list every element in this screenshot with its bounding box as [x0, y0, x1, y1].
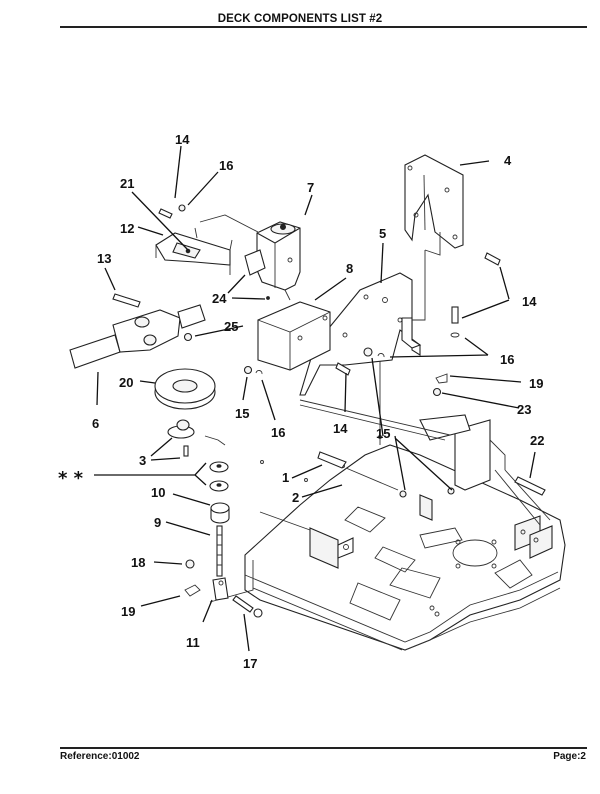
small-hardware	[112, 204, 546, 498]
callout-23: 23	[517, 402, 531, 417]
mower-deck	[209, 345, 566, 651]
callout-14-top: 14	[175, 132, 190, 147]
callout-2: 2	[292, 490, 299, 505]
callout-24: 24	[212, 291, 227, 306]
part-18-nut	[185, 559, 195, 569]
leader-lines	[94, 145, 536, 652]
callout-6: 6	[92, 416, 99, 431]
part-7-gearbox	[244, 221, 301, 301]
callout-7: 7	[307, 180, 314, 195]
callout-15-left: 15	[235, 406, 249, 421]
callout-1: 1	[282, 470, 289, 485]
callout-12: 12	[120, 221, 134, 236]
washers	[209, 461, 229, 492]
footer-divider	[60, 747, 587, 749]
callout-18: 18	[131, 555, 145, 570]
reference-number: Reference:01002	[60, 751, 140, 762]
callout-11: 11	[186, 635, 200, 650]
callout-9: 9	[154, 515, 161, 530]
part-4-belt-cover	[404, 154, 464, 249]
part-3-hub	[167, 419, 195, 457]
part-10-spacer	[210, 502, 230, 524]
callout-14-right: 14	[522, 294, 537, 309]
callout-19-right: 19	[529, 376, 543, 391]
part-8-gearbox-cover	[257, 301, 331, 371]
part-6-drive-shaft	[69, 304, 206, 369]
part-11-clevis	[212, 577, 229, 601]
page-title: DECK COMPONENTS LIST #2	[217, 13, 383, 25]
callout-labels: 14 16 21 7 12 13 8 24 25 6 20 15 16 3 * …	[58, 132, 544, 671]
callout-22: 22	[530, 433, 544, 448]
callout-20: 20	[119, 375, 133, 390]
header-divider	[60, 26, 587, 28]
callout-8: 8	[346, 261, 353, 276]
callout-16-left: 16	[271, 425, 285, 440]
part-17-bolt	[232, 595, 263, 618]
part-19-clip	[184, 584, 201, 597]
callout-3: 3	[139, 453, 146, 468]
part-9-threaded-rod	[216, 525, 223, 577]
callout-17: 17	[243, 656, 257, 671]
callout-4: 4	[504, 153, 512, 168]
callout-14-mid: 14	[333, 421, 348, 436]
part-5-mounting-plate	[299, 232, 441, 396]
callout-16-right: 16	[500, 352, 514, 367]
part-20-pulley	[154, 368, 216, 410]
callout-25: 25	[224, 319, 238, 334]
callout-double-asterisk: * *	[58, 468, 84, 489]
part-12-gearbox-bracket	[155, 214, 259, 275]
callout-10: 10	[151, 485, 165, 500]
callout-16-top: 16	[219, 158, 233, 173]
callout-15-right: 15	[376, 426, 390, 441]
callout-21: 21	[120, 176, 134, 191]
callout-13: 13	[97, 251, 111, 266]
callout-19-left: 19	[121, 604, 135, 619]
page-number: Page:2	[553, 751, 586, 762]
callout-5: 5	[379, 226, 386, 241]
